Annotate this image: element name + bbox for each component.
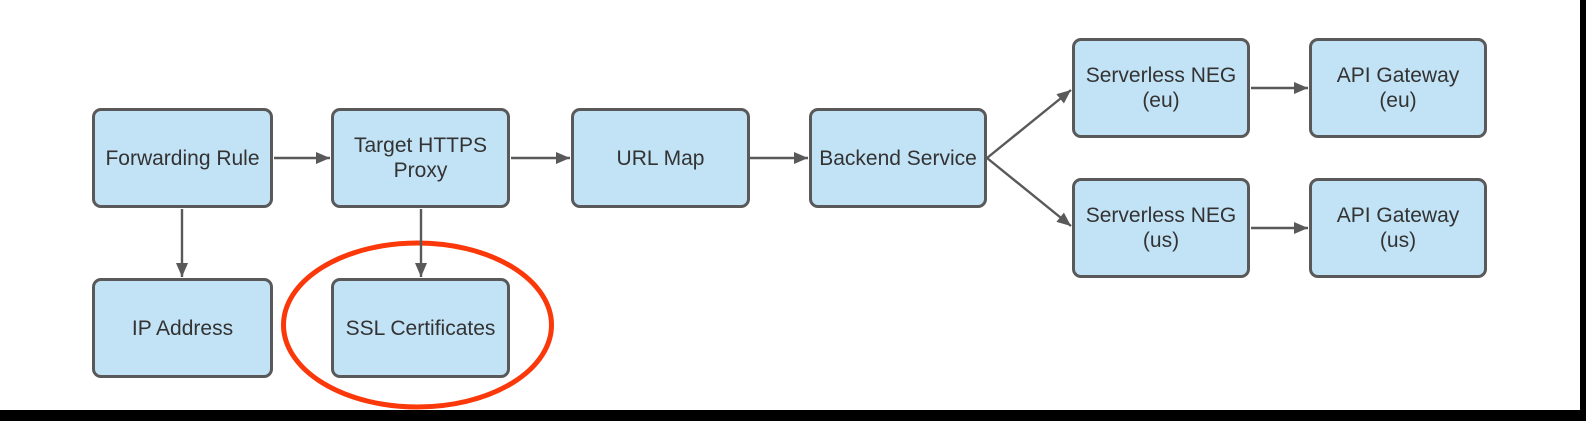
node-label: Backend Service — [819, 146, 977, 170]
node-forwarding-rule: Forwarding Rule — [92, 108, 273, 208]
node-serverless-neg-eu: Serverless NEG (eu) — [1072, 38, 1250, 138]
node-backend-service: Backend Service — [809, 108, 987, 208]
node-label: (us) — [1142, 229, 1180, 252]
node-label: Target HTTPS — [353, 134, 488, 157]
node-ssl-certificates: SSL Certificates — [331, 278, 510, 378]
frame-bar-bottom — [0, 410, 1586, 421]
node-api-gateway-eu: API Gateway (eu) — [1309, 38, 1487, 138]
node-label: URL Map — [616, 146, 705, 170]
edge-backend-service-to-serverless-neg-eu — [986, 89, 1072, 159]
node-label: Serverless NEG — [1085, 204, 1237, 227]
node-label: SSL Certificates — [345, 316, 496, 340]
node-label: API Gateway — [1336, 204, 1460, 227]
node-label: (eu) — [1379, 89, 1417, 112]
node-label: (eu) — [1142, 89, 1180, 112]
node-ip-address: IP Address — [92, 278, 273, 378]
node-label: Serverless NEG — [1085, 64, 1237, 87]
node-label: Proxy — [393, 159, 448, 182]
node-label: IP Address — [131, 316, 234, 340]
node-url-map: URL Map — [571, 108, 750, 208]
node-serverless-neg-us: Serverless NEG (us) — [1072, 178, 1250, 278]
node-api-gateway-us: API Gateway (us) — [1309, 178, 1487, 278]
node-target-https-proxy: Target HTTPS Proxy — [331, 108, 510, 208]
node-label: (us) — [1379, 229, 1417, 252]
highlight-ellipse — [281, 240, 554, 410]
node-label: Forwarding Rule — [105, 146, 260, 170]
frame-bar-right — [1580, 0, 1586, 421]
edge-backend-service-to-serverless-neg-us — [986, 157, 1072, 227]
node-label: API Gateway — [1336, 64, 1460, 87]
